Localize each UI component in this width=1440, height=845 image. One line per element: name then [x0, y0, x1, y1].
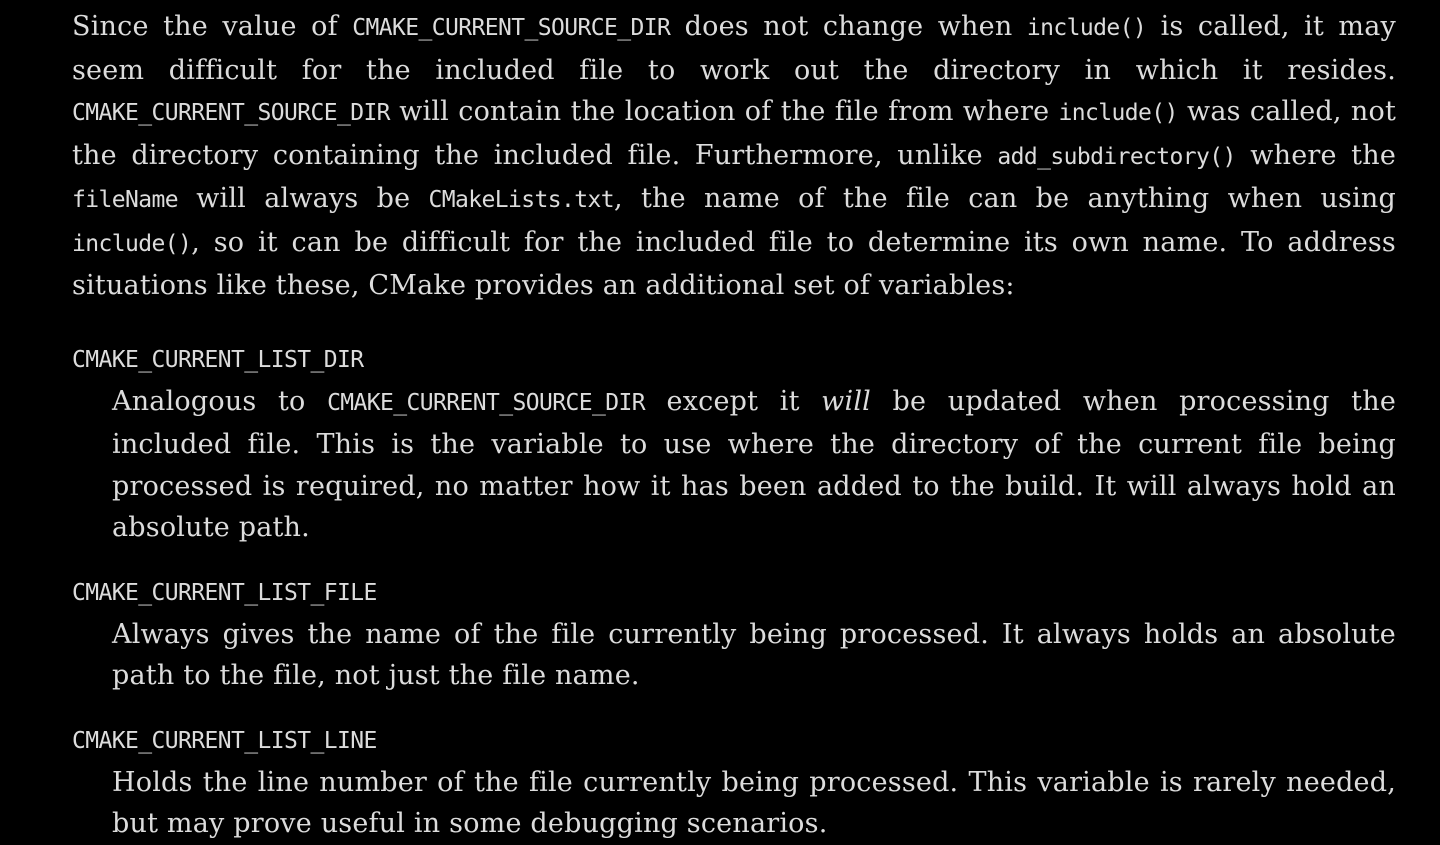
inline-code: CMAKE_CURRENT_SOURCE_DIR	[327, 389, 646, 416]
intro-text: does not change when	[670, 11, 1027, 42]
document-page: Since the value of CMAKE_CURRENT_SOURCE_…	[72, 6, 1396, 845]
definition-text-part: be updated when processing the included …	[112, 385, 1397, 544]
definition-term: CMAKE_CURRENT_LIST_DIR	[72, 338, 1396, 381]
intro-text: where the	[1235, 139, 1396, 171]
variable-name: CMAKE_CURRENT_LIST_LINE	[72, 727, 377, 754]
variable-name: CMAKE_CURRENT_LIST_FILE	[72, 579, 377, 606]
intro-text: , the name of the file can be anything w…	[614, 183, 1396, 214]
intro-text: was called, not the directory containing…	[72, 96, 1397, 171]
inline-code: CMAKE_CURRENT_SOURCE_DIR	[352, 15, 671, 41]
definition-term: CMAKE_CURRENT_LIST_LINE	[72, 719, 1396, 762]
intro-text: is called, it may seem difficult for the…	[72, 11, 1396, 86]
definition-text: Always gives the name of the file curren…	[112, 618, 1396, 692]
definition-text: Analogous to CMAKE_CURRENT_SOURCE_DIR ex…	[112, 381, 1396, 549]
emphasis: will	[821, 385, 871, 417]
inline-code: CMAKE_CURRENT_SOURCE_DIR	[72, 100, 391, 126]
inline-code: include()	[1058, 100, 1179, 126]
intro-text: , so it can be difficult for the include…	[72, 226, 1396, 302]
inline-code: include()	[72, 230, 192, 257]
intro-text: will always be	[177, 183, 429, 214]
intro-text: will contain the location of the file fr…	[389, 96, 1059, 127]
definition-description: Always gives the name of the file curren…	[112, 614, 1396, 697]
variable-definition-list: CMAKE_CURRENT_LIST_DIR Analogous to CMAK…	[72, 338, 1396, 845]
inline-code: fileName	[72, 187, 179, 213]
definition-term: CMAKE_CURRENT_LIST_FILE	[72, 571, 1396, 614]
inline-code: add_subdirectory()	[997, 143, 1236, 170]
definition-description: Holds the line number of the file curren…	[112, 762, 1396, 845]
definition-text-part: except it	[645, 385, 822, 417]
definition-text-part: Analogous to	[112, 385, 328, 417]
inline-code: CMakeLists.txt	[428, 187, 615, 213]
variable-name: CMAKE_CURRENT_LIST_DIR	[72, 346, 364, 373]
inline-code: include()	[1026, 15, 1147, 41]
definition-text: Holds the line number of the file curren…	[112, 766, 1396, 840]
definition-description: Analogous to CMAKE_CURRENT_SOURCE_DIR ex…	[112, 381, 1396, 549]
intro-paragraph: Since the value of CMAKE_CURRENT_SOURCE_…	[72, 6, 1396, 307]
intro-text: Since the value of	[72, 11, 353, 42]
